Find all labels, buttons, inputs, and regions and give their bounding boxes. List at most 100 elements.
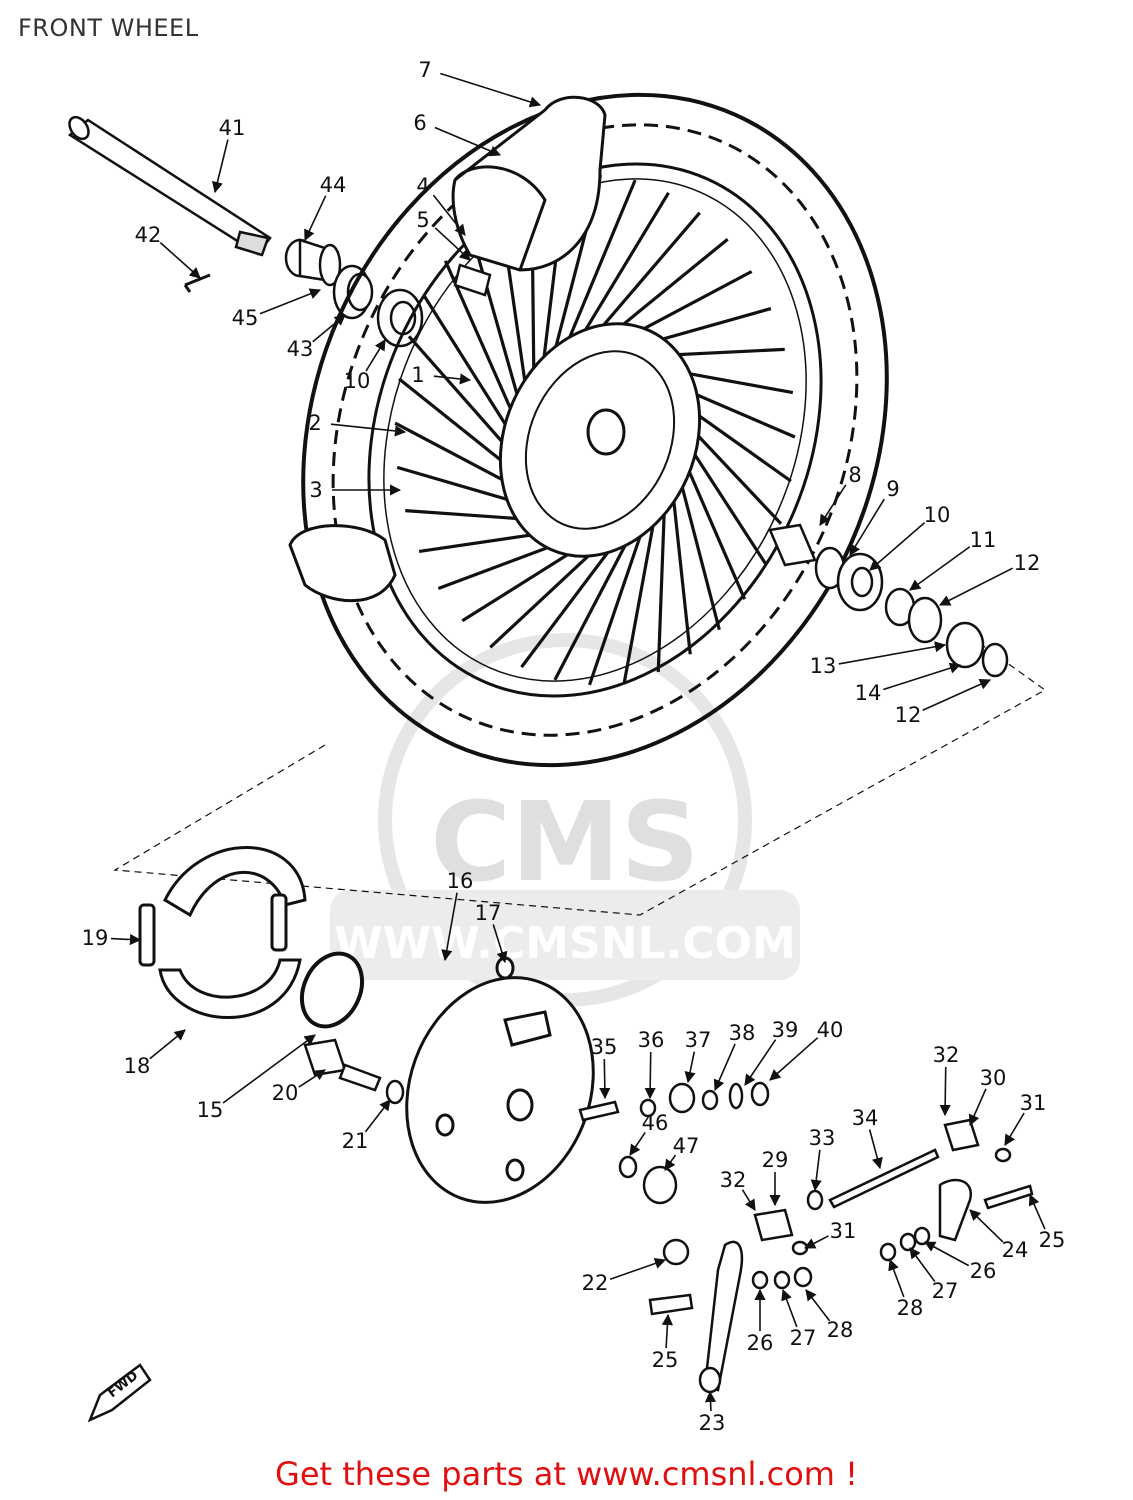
callout-28: 28	[827, 1318, 854, 1342]
leader-line-5	[434, 227, 471, 261]
watermark-url: WWW.CMSNL.COM	[334, 918, 796, 969]
cmsnl-parts-link[interactable]: Get these parts at www.cmsnl.com !	[275, 1455, 858, 1493]
leader-line-12	[922, 679, 992, 712]
callout-24: 24	[1002, 1238, 1029, 1262]
leader-lines	[110, 72, 1046, 1412]
leader-line-23	[704, 1390, 717, 1412]
leader-line-36	[644, 1051, 656, 1100]
leader-line-22	[609, 1258, 667, 1281]
callout-34: 34	[852, 1106, 879, 1130]
brake-linkage	[648, 1118, 1034, 1394]
leader-line-19	[110, 933, 142, 946]
callout-2: 2	[308, 411, 321, 435]
callout-45: 45	[232, 306, 259, 330]
leader-line-38	[713, 1043, 736, 1092]
leader-line-16	[441, 892, 458, 962]
leader-line-30	[968, 1088, 987, 1127]
leader-line-37	[684, 1051, 696, 1084]
rim-inner	[383, 178, 807, 682]
leader-line-43	[312, 314, 346, 343]
leader-line-18	[149, 1029, 186, 1060]
callout-6: 6	[413, 111, 426, 135]
page-title: FRONT WHEEL	[18, 14, 199, 42]
front-axle	[67, 115, 272, 257]
callout-11: 11	[970, 528, 997, 552]
callout-31: 31	[1020, 1091, 1047, 1115]
leader-line-21	[364, 1099, 391, 1133]
callout-43: 43	[287, 337, 314, 361]
leader-line-8	[819, 484, 847, 526]
leader-line-14	[883, 662, 962, 691]
leader-line-25	[1028, 1193, 1046, 1230]
callout-7: 7	[418, 58, 431, 82]
callout-30: 30	[980, 1066, 1007, 1090]
callout-14: 14	[855, 681, 882, 705]
leader-line-46	[629, 1132, 646, 1156]
leader-line-31	[804, 1235, 829, 1249]
leader-line-24	[969, 1209, 1004, 1243]
watermark: CMS WWW.CMSNL.COM	[330, 633, 800, 1007]
callout-32: 32	[720, 1168, 747, 1192]
callout-8: 8	[848, 463, 861, 487]
leader-line-20	[298, 1069, 326, 1088]
rim-band	[453, 165, 547, 271]
callout-20: 20	[272, 1081, 299, 1105]
leader-line-7	[440, 72, 542, 108]
callout-39: 39	[772, 1018, 799, 1042]
leader-line-42	[159, 242, 201, 279]
callout-41: 41	[219, 116, 246, 140]
leader-line-25	[661, 1313, 674, 1349]
callout-3: 3	[309, 478, 322, 502]
leader-line-26	[924, 1241, 970, 1267]
leader-line-9	[849, 498, 885, 556]
leader-line-10	[869, 522, 926, 571]
cotter-pin	[183, 273, 211, 293]
callout-10: 10	[924, 503, 951, 527]
brake-shoes	[138, 846, 307, 1019]
leader-line-47	[664, 1154, 677, 1171]
callout-26: 26	[970, 1259, 997, 1283]
leader-line-44	[304, 195, 327, 242]
callout-19: 19	[82, 926, 109, 950]
callout-18: 18	[124, 1054, 151, 1078]
left-hub-parts	[284, 238, 424, 348]
callout-12: 12	[1014, 551, 1041, 575]
hub-center	[586, 408, 626, 456]
callout-38: 38	[729, 1021, 756, 1045]
leader-line-12	[939, 567, 1013, 606]
callout-44: 44	[320, 173, 347, 197]
callout-23: 23	[699, 1411, 726, 1435]
callout-25: 25	[652, 1348, 679, 1372]
leader-line-4	[432, 194, 466, 236]
leader-line-39	[744, 1039, 777, 1086]
callout-4: 4	[416, 174, 429, 198]
leader-line-27	[909, 1247, 936, 1283]
leader-line-28	[805, 1289, 831, 1322]
leader-line-1	[433, 373, 472, 385]
callout-10: 10	[344, 369, 371, 393]
callout-25: 25	[1039, 1228, 1066, 1252]
leader-line-32	[939, 1066, 951, 1117]
callout-21: 21	[342, 1129, 369, 1153]
leader-line-11	[909, 546, 971, 591]
callout-26: 26	[747, 1331, 774, 1355]
callout-47: 47	[673, 1134, 700, 1158]
callout-31: 31	[830, 1219, 857, 1243]
leader-line-2	[330, 423, 407, 437]
leader-line-13	[838, 641, 947, 665]
callout-27: 27	[790, 1326, 817, 1350]
leader-line-27	[781, 1288, 798, 1328]
brake-panel	[405, 956, 595, 1204]
hub-inner	[524, 350, 676, 530]
callout-40: 40	[817, 1018, 844, 1042]
watermark-brand: CMS	[430, 778, 699, 906]
callout-17: 17	[475, 901, 502, 925]
callout-46: 46	[642, 1111, 669, 1135]
leader-line-34	[868, 1129, 883, 1170]
valve-stem	[453, 263, 492, 297]
brake-cam	[303, 1038, 405, 1105]
callout-33: 33	[809, 1126, 836, 1150]
callout-32: 32	[933, 1043, 960, 1067]
